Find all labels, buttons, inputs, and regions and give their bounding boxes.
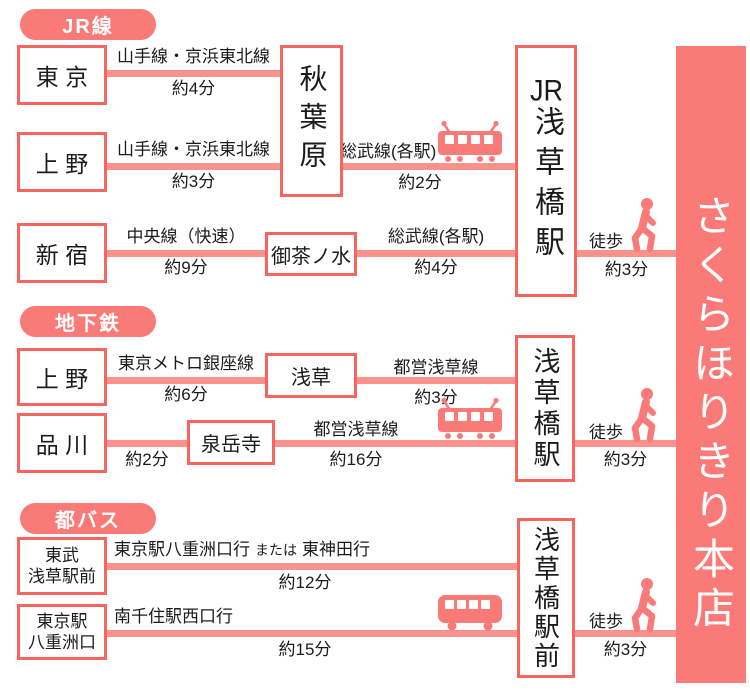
jr-badge-label: JR線 xyxy=(62,16,114,38)
route-line-tobu-asakusabashi xyxy=(107,563,517,570)
station-label-sengakuji: 泉岳寺 xyxy=(201,434,261,456)
station-box-sengakuji: 泉岳寺 xyxy=(187,420,275,465)
station-box-shinjuku: 新 宿 xyxy=(17,223,107,283)
route-line-sengakuji-asakusabashi xyxy=(275,440,515,447)
station-box-ueno-subway: 上 野 xyxy=(17,348,107,406)
time-label: 約2分 xyxy=(398,173,442,192)
walk-time-label: 約3分 xyxy=(604,260,649,279)
station-label-jr-asakusabashi: JR浅草橋駅 xyxy=(524,76,568,266)
time-label: 約12分 xyxy=(278,573,332,592)
subway-badge-label: 地下鉄 xyxy=(55,313,121,335)
station-label-tokyo-yaesu: 東京駅八重洲口 xyxy=(28,611,96,654)
line-name-label: 総武線(各駅) xyxy=(340,142,437,161)
walking-person-icon xyxy=(626,387,662,443)
yaesu-line2: 八重洲口 xyxy=(28,633,96,652)
station-label-ueno-subway: 上 野 xyxy=(35,366,89,392)
station-box-shinagawa: 品 川 xyxy=(17,413,107,473)
route-line-ueno-asakusa xyxy=(107,377,265,384)
station-box-tobu-asakusa: 東武浅草駅前 xyxy=(17,537,107,595)
route-line-shinjuku-ochanomizu xyxy=(107,250,265,257)
destination-label: さくらほりきり本店 xyxy=(687,194,735,635)
train-icon xyxy=(437,120,503,164)
line-name-label: 山手線・京浜東北線 xyxy=(117,47,270,66)
station-box-tokyo-yaesu: 東京駅八重洲口 xyxy=(17,604,107,660)
walk-label: 徒歩 xyxy=(589,612,623,631)
station-label-asakusa: 浅草 xyxy=(291,367,331,389)
line-name-label: 中央線（快速） xyxy=(126,227,246,246)
time-label: 約15分 xyxy=(278,640,332,659)
time-label: 約6分 xyxy=(164,385,208,404)
line-name-label: 総武線(各駅) xyxy=(387,227,485,246)
line-name-label: 山手線・京浜東北線 xyxy=(117,140,270,159)
station-label-asakusabashi-subway: 浅草橋駅 xyxy=(529,346,560,471)
bus-route-main: 東京駅八重洲口行 xyxy=(114,540,250,559)
route-line-walk-subway xyxy=(575,440,676,447)
station-box-ochanomizu: 御茶ノ水 xyxy=(265,232,357,276)
jr-terminal-name: 浅草橋駅 xyxy=(530,106,563,266)
jr-prefix: JR xyxy=(530,76,563,106)
walk-time-label: 約3分 xyxy=(603,450,648,469)
station-label-asakusabashi-bus: 浅草橋駅前 xyxy=(530,525,561,671)
station-label-shinagawa: 品 川 xyxy=(35,432,89,458)
station-box-tokyo: 東 京 xyxy=(17,45,107,105)
bus-icon xyxy=(437,591,503,631)
time-label: 約2分 xyxy=(125,450,169,469)
walk-time-label: 約3分 xyxy=(603,640,648,659)
jr-section-badge: JR線 xyxy=(20,9,156,40)
yaesu-line1: 東京駅 xyxy=(36,611,88,631)
route-line-ueno-akihabara xyxy=(107,163,280,170)
route-line-tokyo-akihabara xyxy=(107,70,280,77)
station-label-ueno-jr: 上 野 xyxy=(35,151,89,177)
line-name-label: 都営浅草線 xyxy=(313,420,399,439)
time-label: 約3分 xyxy=(171,172,216,191)
time-label: 約4分 xyxy=(414,258,458,277)
tobu-line1: 東武 xyxy=(45,545,79,565)
station-label-shinjuku: 新 宿 xyxy=(35,242,89,268)
destination-bar: さくらほりきり本店 xyxy=(676,46,746,683)
line-name-label: 東京メトロ銀座線 xyxy=(118,354,254,373)
bus-badge-label: 都バス xyxy=(55,510,121,532)
route-line-asakusa-asakusabashi xyxy=(357,377,515,384)
station-box-akihabara: 秋葉原 xyxy=(280,45,343,197)
bus-route-alt: 東神田行 xyxy=(302,540,370,559)
subway-section-badge: 地下鉄 xyxy=(20,306,156,337)
station-label-akihabara: 秋葉原 xyxy=(296,64,328,178)
route-line-yaesu-asakusabashi xyxy=(107,630,517,637)
route-line-walk-bus xyxy=(575,630,676,637)
station-label-tobu-asakusa: 東武浅草駅前 xyxy=(28,545,96,588)
route-line-ochanomizu-asakusabashi xyxy=(357,250,515,257)
station-label-ochanomizu: 御茶ノ水 xyxy=(271,245,351,268)
time-label: 約4分 xyxy=(171,79,216,98)
time-label: 約16分 xyxy=(329,450,383,469)
route-line-walk-jr xyxy=(577,250,676,257)
route-line-akihabara-asakusabashi xyxy=(343,163,515,170)
station-box-asakusabashi-bus: 浅草橋駅前 xyxy=(517,518,575,678)
walk-label: 徒歩 xyxy=(589,423,623,442)
train-icon xyxy=(437,397,503,441)
walking-person-icon xyxy=(626,577,662,633)
bus-route-label: 東京駅八重洲口行または東神田行 xyxy=(114,541,370,558)
route-line-shinagawa-sengakuji xyxy=(107,440,187,447)
walk-label: 徒歩 xyxy=(589,232,623,251)
bus-route-label: 南千住駅西口行 xyxy=(114,607,233,626)
bus-route-conjunction: または xyxy=(255,542,297,558)
time-label: 約3分 xyxy=(414,388,458,407)
station-box-ueno-jr: 上 野 xyxy=(17,132,107,192)
time-label: 約9分 xyxy=(164,258,208,277)
tobu-line2: 浅草駅前 xyxy=(28,567,96,586)
station-box-jr-asakusabashi: JR浅草橋駅 xyxy=(515,45,577,297)
line-name-label: 都営浅草線 xyxy=(393,358,479,377)
bus-section-badge: 都バス xyxy=(20,503,156,534)
station-box-asakusabashi-subway: 浅草橋駅 xyxy=(515,335,575,482)
station-box-asakusa: 浅草 xyxy=(265,353,357,398)
walking-person-icon xyxy=(626,197,662,253)
station-label-tokyo: 東 京 xyxy=(35,64,89,90)
